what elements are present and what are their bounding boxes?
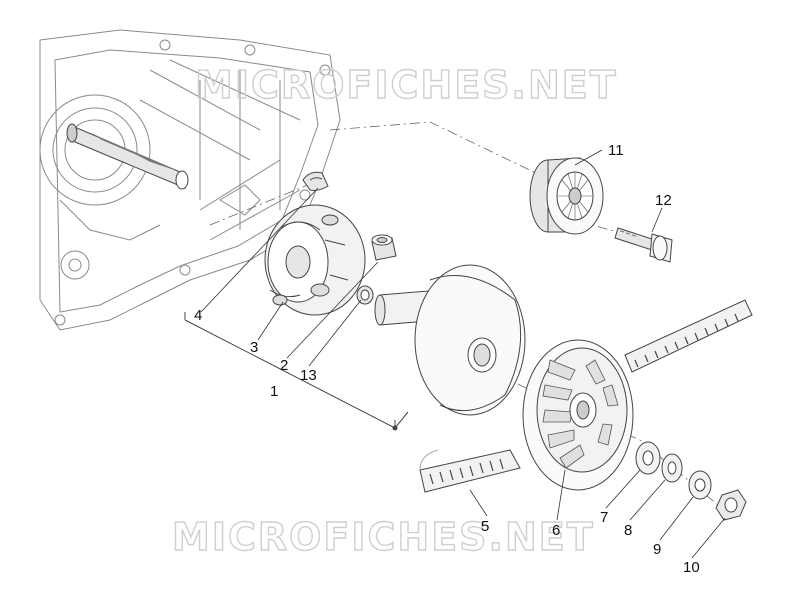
bolt-part-12 [614,227,673,263]
washer-part-7 [635,441,661,475]
watermark-top: MICROFICHES.NET [195,63,618,107]
drive-belt-part-5 [419,299,753,493]
idler-roller-part-11 [529,157,604,235]
callout-8: 8 [624,522,632,539]
clip-part-4 [302,171,329,191]
callout-3: 3 [250,339,258,356]
nut-part-10 [715,489,747,521]
callout-1: 1 [270,383,278,400]
callout-4: 4 [194,307,202,324]
callout-12: 12 [655,192,672,209]
callout-9: 9 [653,541,661,558]
ramp-plate-part-3 [264,204,366,316]
washer-part-13 [356,285,374,305]
leader-lines [200,149,726,559]
callout-2: 2 [280,357,288,374]
group-bracket-part-1 [184,312,409,431]
splined-shaft [66,123,189,190]
fan-pulley-part-6 [522,339,634,491]
watermark-bottom: MICROFICHES.NET [172,515,595,559]
callout-13: 13 [300,367,317,384]
callout-10: 10 [683,559,700,576]
callout-7: 7 [600,509,608,526]
callout-11: 11 [608,142,624,159]
callout-5: 5 [481,518,489,535]
variator-pulley-part-1 [374,264,526,416]
washer-part-9 [688,470,712,500]
bushing-part-2 [371,234,397,261]
washer-part-8 [661,453,683,483]
callout-labels: 1 2 3 4 5 6 7 8 9 10 11 12 13 [194,142,700,576]
callout-6: 6 [552,522,560,539]
